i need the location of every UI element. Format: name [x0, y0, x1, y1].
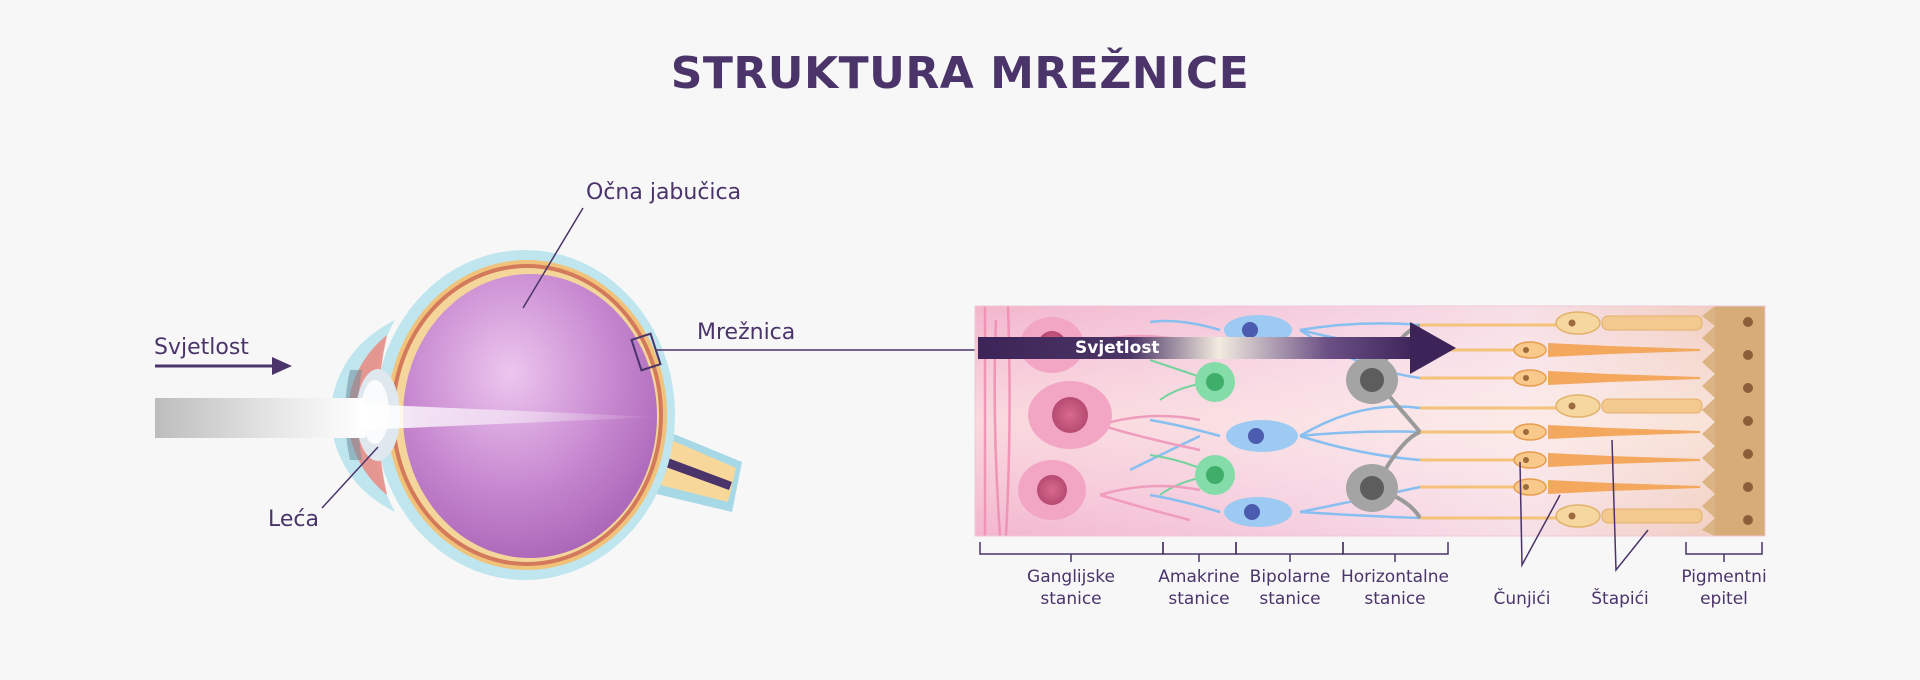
cone-cells	[1513, 341, 1700, 496]
photoreceptor-pointers	[1519, 439, 1649, 573]
horizontal-cells	[1346, 356, 1398, 512]
light-label: Svjetlost	[154, 335, 249, 360]
layer-brackets	[979, 542, 1763, 562]
lens-label: Leća	[268, 507, 319, 532]
rod-cells	[1555, 311, 1703, 528]
caption-cones: Čunjići	[1493, 589, 1551, 609]
amacrine-cells	[1195, 362, 1235, 495]
page-title: STRUKTURA MREŽNICE	[670, 48, 1250, 99]
pigment-epithelium	[1702, 306, 1765, 536]
light-focus	[360, 404, 660, 430]
retina-light-arrow	[978, 322, 1456, 374]
eyeball-label: Očna jabučica	[586, 180, 742, 205]
light-arrow-icon	[272, 357, 292, 375]
retina-sample-box	[630, 332, 662, 372]
retina-arrow-label: Svjetlost	[1075, 338, 1160, 358]
bipolar-dendrites	[1129, 319, 1421, 520]
retina-label: Mrežnica	[697, 320, 796, 345]
caption-rods: Štapići	[1591, 589, 1649, 609]
light-beam	[155, 398, 365, 438]
